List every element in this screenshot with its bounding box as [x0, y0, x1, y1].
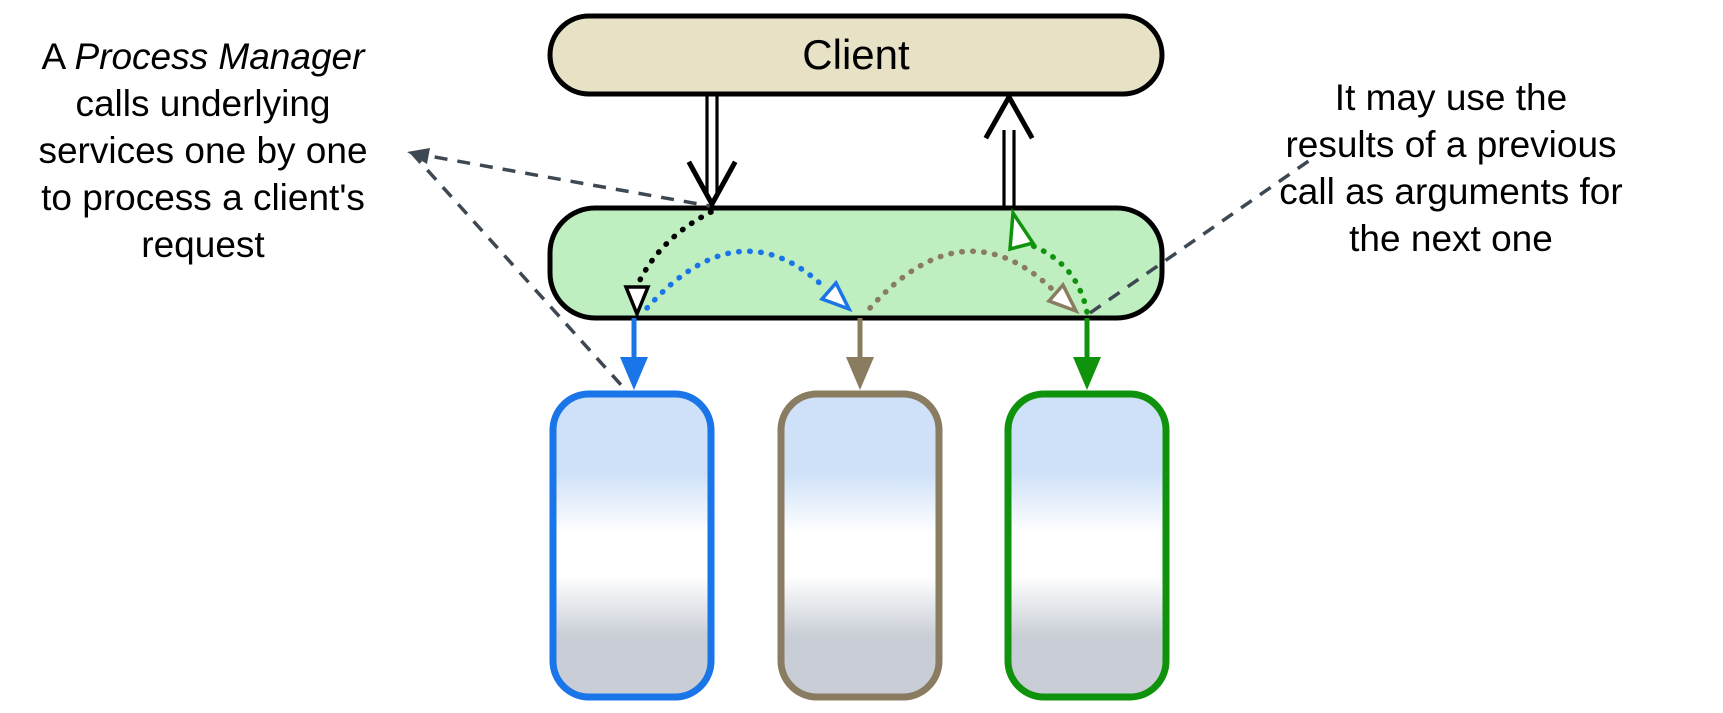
service-1-call-arrow [620, 318, 648, 390]
service-3-call-arrow [1073, 318, 1101, 390]
right-annotation-line-4: the next one [1349, 218, 1553, 259]
process-manager-box [547, 205, 1165, 321]
service-2-box [777, 390, 943, 701]
left-annotation-line-to-service-1 [410, 151, 624, 388]
call-1-open-arrowhead-icon [623, 285, 651, 319]
request-double-arrow [686, 95, 738, 210]
service-1-box [549, 390, 715, 701]
client-box [547, 13, 1165, 97]
call-2-dotted-arc [644, 248, 829, 311]
left-annotation-line-3: services one by one [38, 130, 368, 171]
return-open-arrowhead-icon [1008, 207, 1036, 252]
left-annotation-line-1-italic: Process Manager [74, 36, 365, 77]
left-annotation-line-5: request [141, 224, 265, 265]
service-2-call-arrow [846, 318, 874, 390]
left-annotation-line-4: to process a client's [41, 177, 365, 218]
right-annotation-line-1: It may use the [1334, 77, 1568, 118]
call-2-open-arrowhead-icon [819, 279, 853, 313]
service-3-box [1004, 390, 1170, 701]
right-annotation-line-3: call as arguments for [1279, 171, 1623, 212]
client-label: Client [802, 31, 910, 78]
return-dotted-arc [1025, 241, 1090, 315]
right-annotation-line-2: results of a previous [1285, 124, 1617, 165]
response-double-arrow [983, 91, 1035, 208]
call-3-open-arrowhead-icon [1046, 281, 1080, 315]
call-1-dotted-arc [635, 209, 714, 287]
left-annotation-arrowhead-icon [407, 148, 430, 164]
left-annotation-line-to-request [411, 151, 711, 208]
left-annotation-line-1-prefix: A [41, 36, 75, 77]
left-annotation-line-2: calls underlying [75, 83, 331, 124]
right-annotation: It may use the results of a previous cal… [1243, 74, 1659, 262]
left-annotation: A Process Manager calls underlying servi… [0, 33, 406, 268]
call-3-dotted-arc [867, 248, 1055, 311]
